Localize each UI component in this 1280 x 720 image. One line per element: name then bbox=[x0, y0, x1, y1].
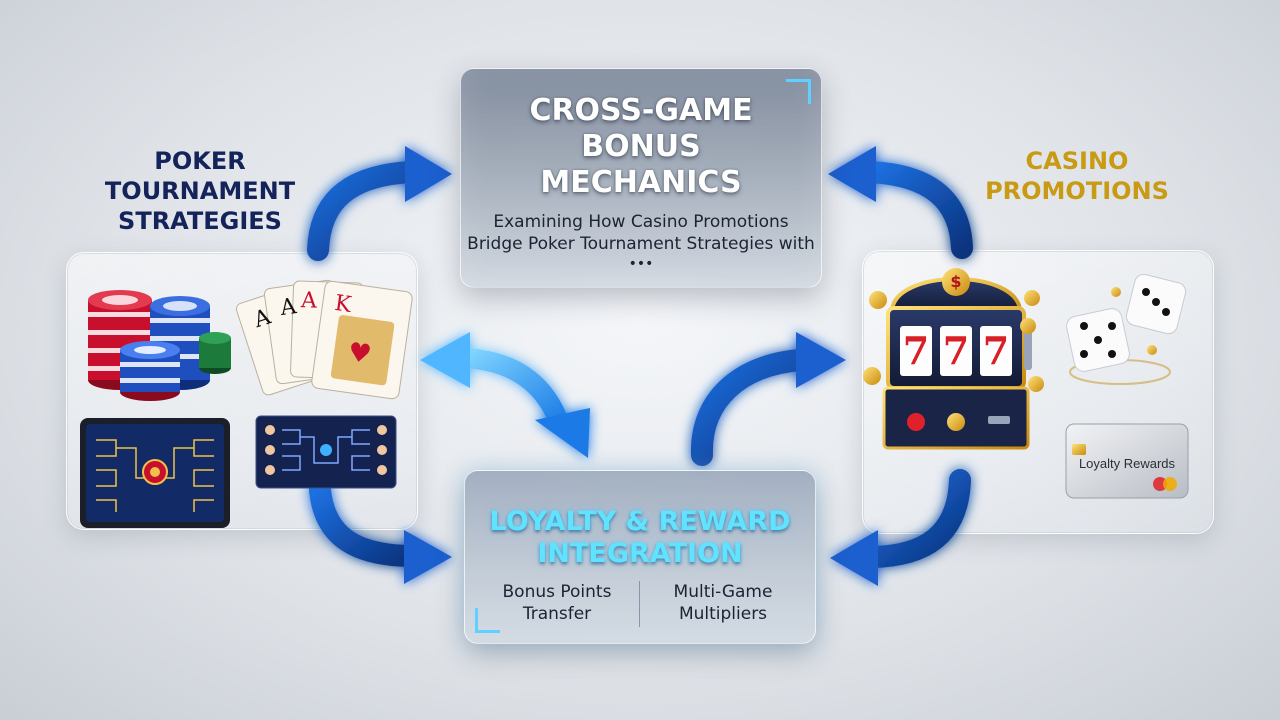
slot-reel-3: 7 bbox=[982, 328, 1010, 373]
loyalty-item-multipliers: Multi-Game Multipliers bbox=[673, 582, 773, 624]
bonus-subtitle-ellipsis: ••• bbox=[628, 256, 654, 272]
bonus-subtitle-line-2: Bridge Poker Tournament Strategies with bbox=[467, 234, 815, 254]
poker-chips-icon bbox=[88, 290, 231, 401]
arrow-loyalty-to-casino bbox=[690, 332, 846, 466]
tournament-tablet-icon bbox=[80, 418, 230, 528]
arrow-center-bidirectional bbox=[420, 332, 590, 458]
arrow-poker-to-bonus bbox=[307, 146, 452, 261]
slot-reel-2: 7 bbox=[942, 328, 970, 373]
casino-section-title: CASINO PROMOTIONS bbox=[985, 147, 1169, 205]
svg-text:A: A bbox=[300, 288, 319, 314]
bonus-title-line-1: CROSS-GAME bbox=[529, 93, 753, 128]
loyalty-integration-card: LOYALTY & REWARD INTEGRATION Bonus Point… bbox=[464, 470, 816, 644]
slot-badge: $ bbox=[950, 272, 962, 291]
slot-machine-icon bbox=[863, 268, 1044, 450]
loyalty-item-bonus-points: Bonus Points Transfer bbox=[502, 582, 612, 624]
playing-cards-icon: A A A K ♥ bbox=[235, 279, 413, 400]
dice-icon bbox=[1066, 273, 1187, 385]
svg-text:K: K bbox=[333, 291, 353, 318]
bonus-mechanics-card: CROSS-GAME BONUS MECHANICS Examining How… bbox=[460, 68, 822, 288]
poker-section-title: POKER TOURNAMENT STRATEGIES bbox=[104, 147, 296, 235]
bonus-title-line-3: MECHANICS bbox=[540, 165, 742, 200]
loyalty-card-icon bbox=[1065, 423, 1189, 499]
card-corner-accent bbox=[786, 79, 811, 104]
slot-reel-1: 7 bbox=[902, 328, 930, 373]
loyalty-item-divider bbox=[639, 581, 640, 627]
loyalty-title-line-1: LOYALTY & REWARD bbox=[489, 506, 791, 537]
arrow-casino-to-loyalty bbox=[830, 469, 971, 586]
arrow-casino-to-bonus bbox=[828, 146, 973, 259]
loyalty-card-label: Loyalty Rewards bbox=[1078, 456, 1176, 471]
bonus-subtitle-line-1: Examining How Casino Promotions bbox=[493, 212, 789, 232]
svg-text:♥: ♥ bbox=[346, 337, 373, 370]
card-corner-accent-bl bbox=[475, 608, 500, 633]
tournament-bracket-icon bbox=[255, 415, 397, 489]
loyalty-title-line-2: INTEGRATION bbox=[537, 538, 743, 569]
bonus-title-line-2: BONUS bbox=[581, 129, 701, 164]
arrow-poker-to-loyalty bbox=[309, 479, 452, 584]
svg-text:A: A bbox=[278, 294, 299, 321]
